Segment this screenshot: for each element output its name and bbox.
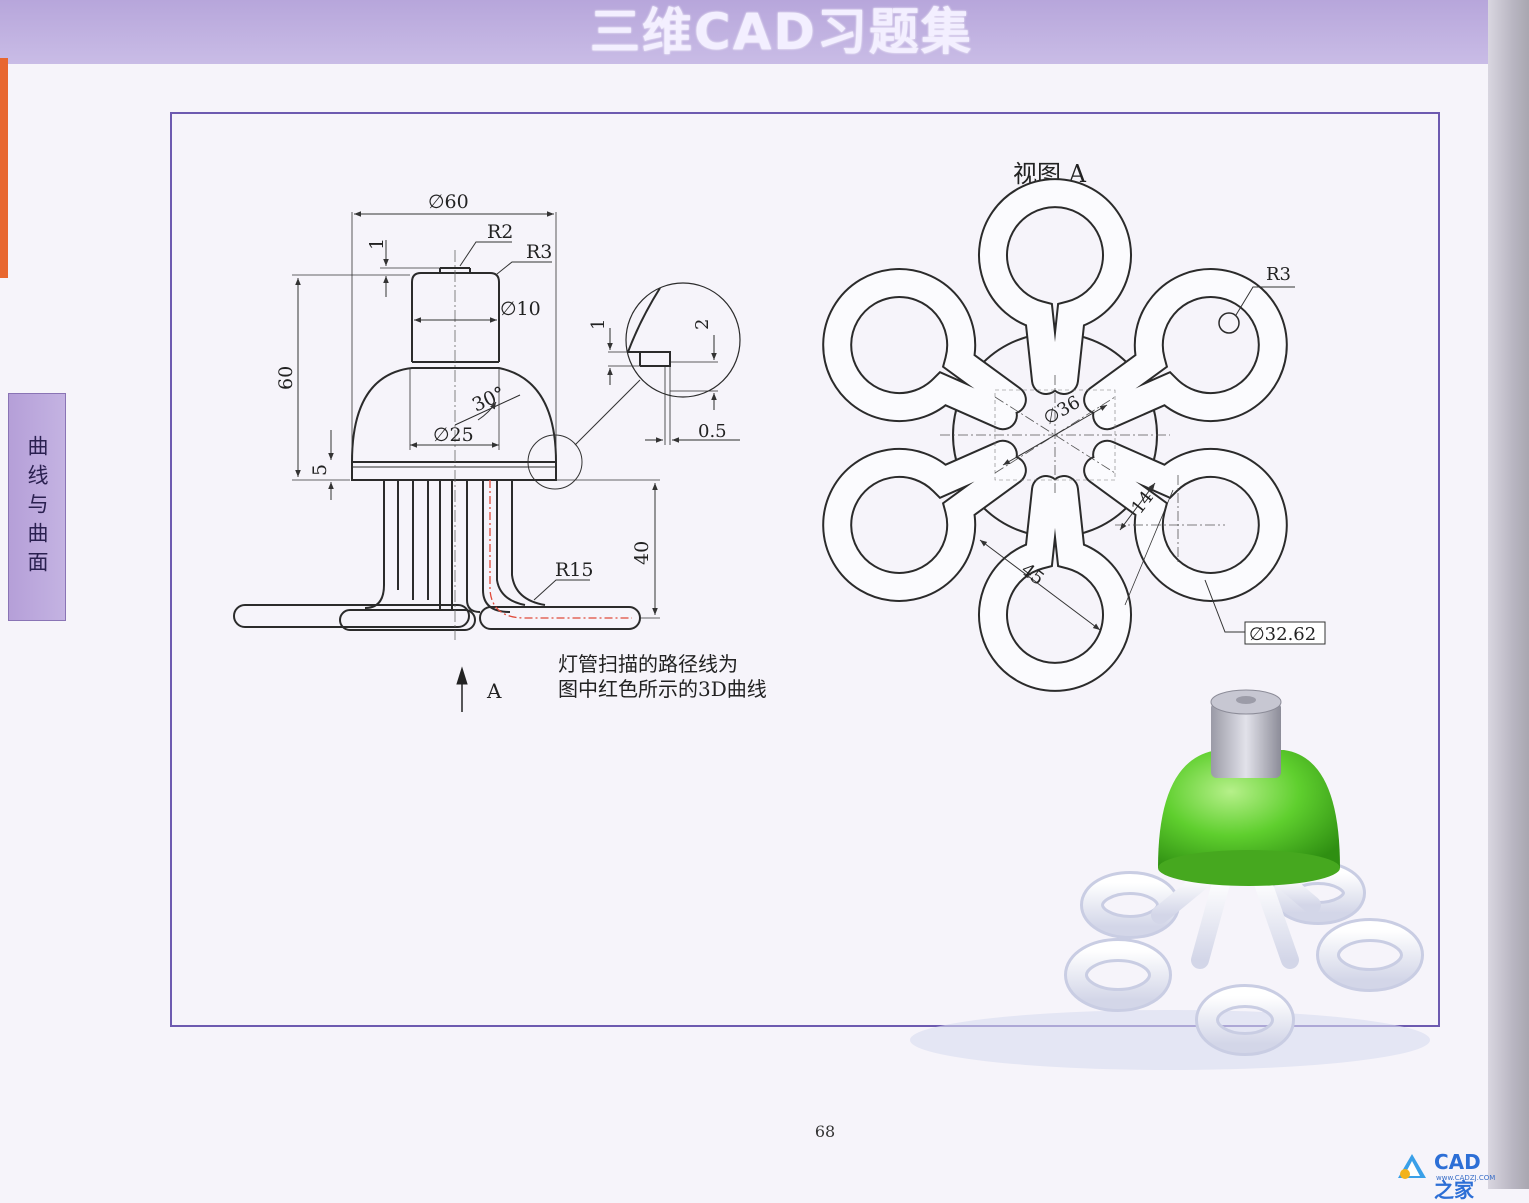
cap-outline (411, 272, 500, 362)
front-dim-texts: ∅60 R2 R3 1 ∅10 60 30° ∅25 5 40 R15 (275, 191, 653, 581)
page-number: 68 (814, 1122, 836, 1141)
detail-texts: 1 2 0.5 (588, 319, 727, 442)
chapter-strip (0, 58, 8, 278)
front-dimensions (292, 211, 660, 619)
render-dome (1158, 750, 1340, 868)
view-arrow (456, 666, 468, 712)
dim-r3-view: R3 (1266, 264, 1291, 285)
chapter-tab[interactable]: 曲线与曲面 (8, 393, 66, 621)
front-view (233, 250, 641, 640)
sweep-path-red (489, 480, 632, 619)
watermark: CAD之家 www.CADZJ.COM (1396, 1148, 1495, 1202)
book-title: 三维CAD习题集 (590, 3, 973, 61)
dome-outline (351, 367, 557, 463)
foot-left (233, 604, 470, 628)
note-line-1: 灯管扫描的路径线为 (558, 652, 738, 676)
dim-dia-3262: ∅32.62 (1249, 624, 1316, 645)
foot-mid (339, 609, 476, 631)
detail-dim-half: 0.5 (698, 421, 727, 442)
dim-r3-front: R3 (526, 241, 552, 263)
note-line-2: 图中红色所示的3D曲线 (558, 677, 767, 701)
detail-dim-one: 1 (588, 319, 609, 330)
view-a (822, 178, 1295, 692)
dim-dia-25: ∅25 (433, 424, 474, 446)
dim-forty: 40 (631, 541, 653, 565)
render-3d (910, 689, 1430, 1070)
cad-logo-icon (1398, 1154, 1426, 1179)
page-curl (1488, 0, 1529, 1189)
dim-r2: R2 (487, 221, 513, 243)
dim-dia-10: ∅10 (500, 298, 541, 320)
chapter-tab-label: 曲线与曲面 (25, 434, 49, 580)
dim-r15: R15 (555, 559, 593, 581)
dim-height-60: 60 (275, 366, 297, 390)
dim-dia-60: ∅60 (428, 191, 469, 213)
detail-view (607, 282, 741, 445)
detail-dim-two: 2 (692, 319, 713, 330)
watermark-url: www.CADZJ.COM (1436, 1174, 1496, 1182)
dim-one-top: 1 (366, 238, 388, 250)
drawing-frame (170, 112, 1440, 1027)
dim-dia-36: ∅36 (1040, 392, 1084, 429)
dim-dia-3262-box (1244, 621, 1326, 645)
dim-five: 5 (309, 464, 331, 476)
view-arrow-label: A (486, 679, 502, 703)
header-band (0, 0, 1490, 64)
base-plate (351, 461, 557, 481)
render-cap (1211, 702, 1281, 778)
dim-angle-30: 30° (469, 382, 509, 416)
